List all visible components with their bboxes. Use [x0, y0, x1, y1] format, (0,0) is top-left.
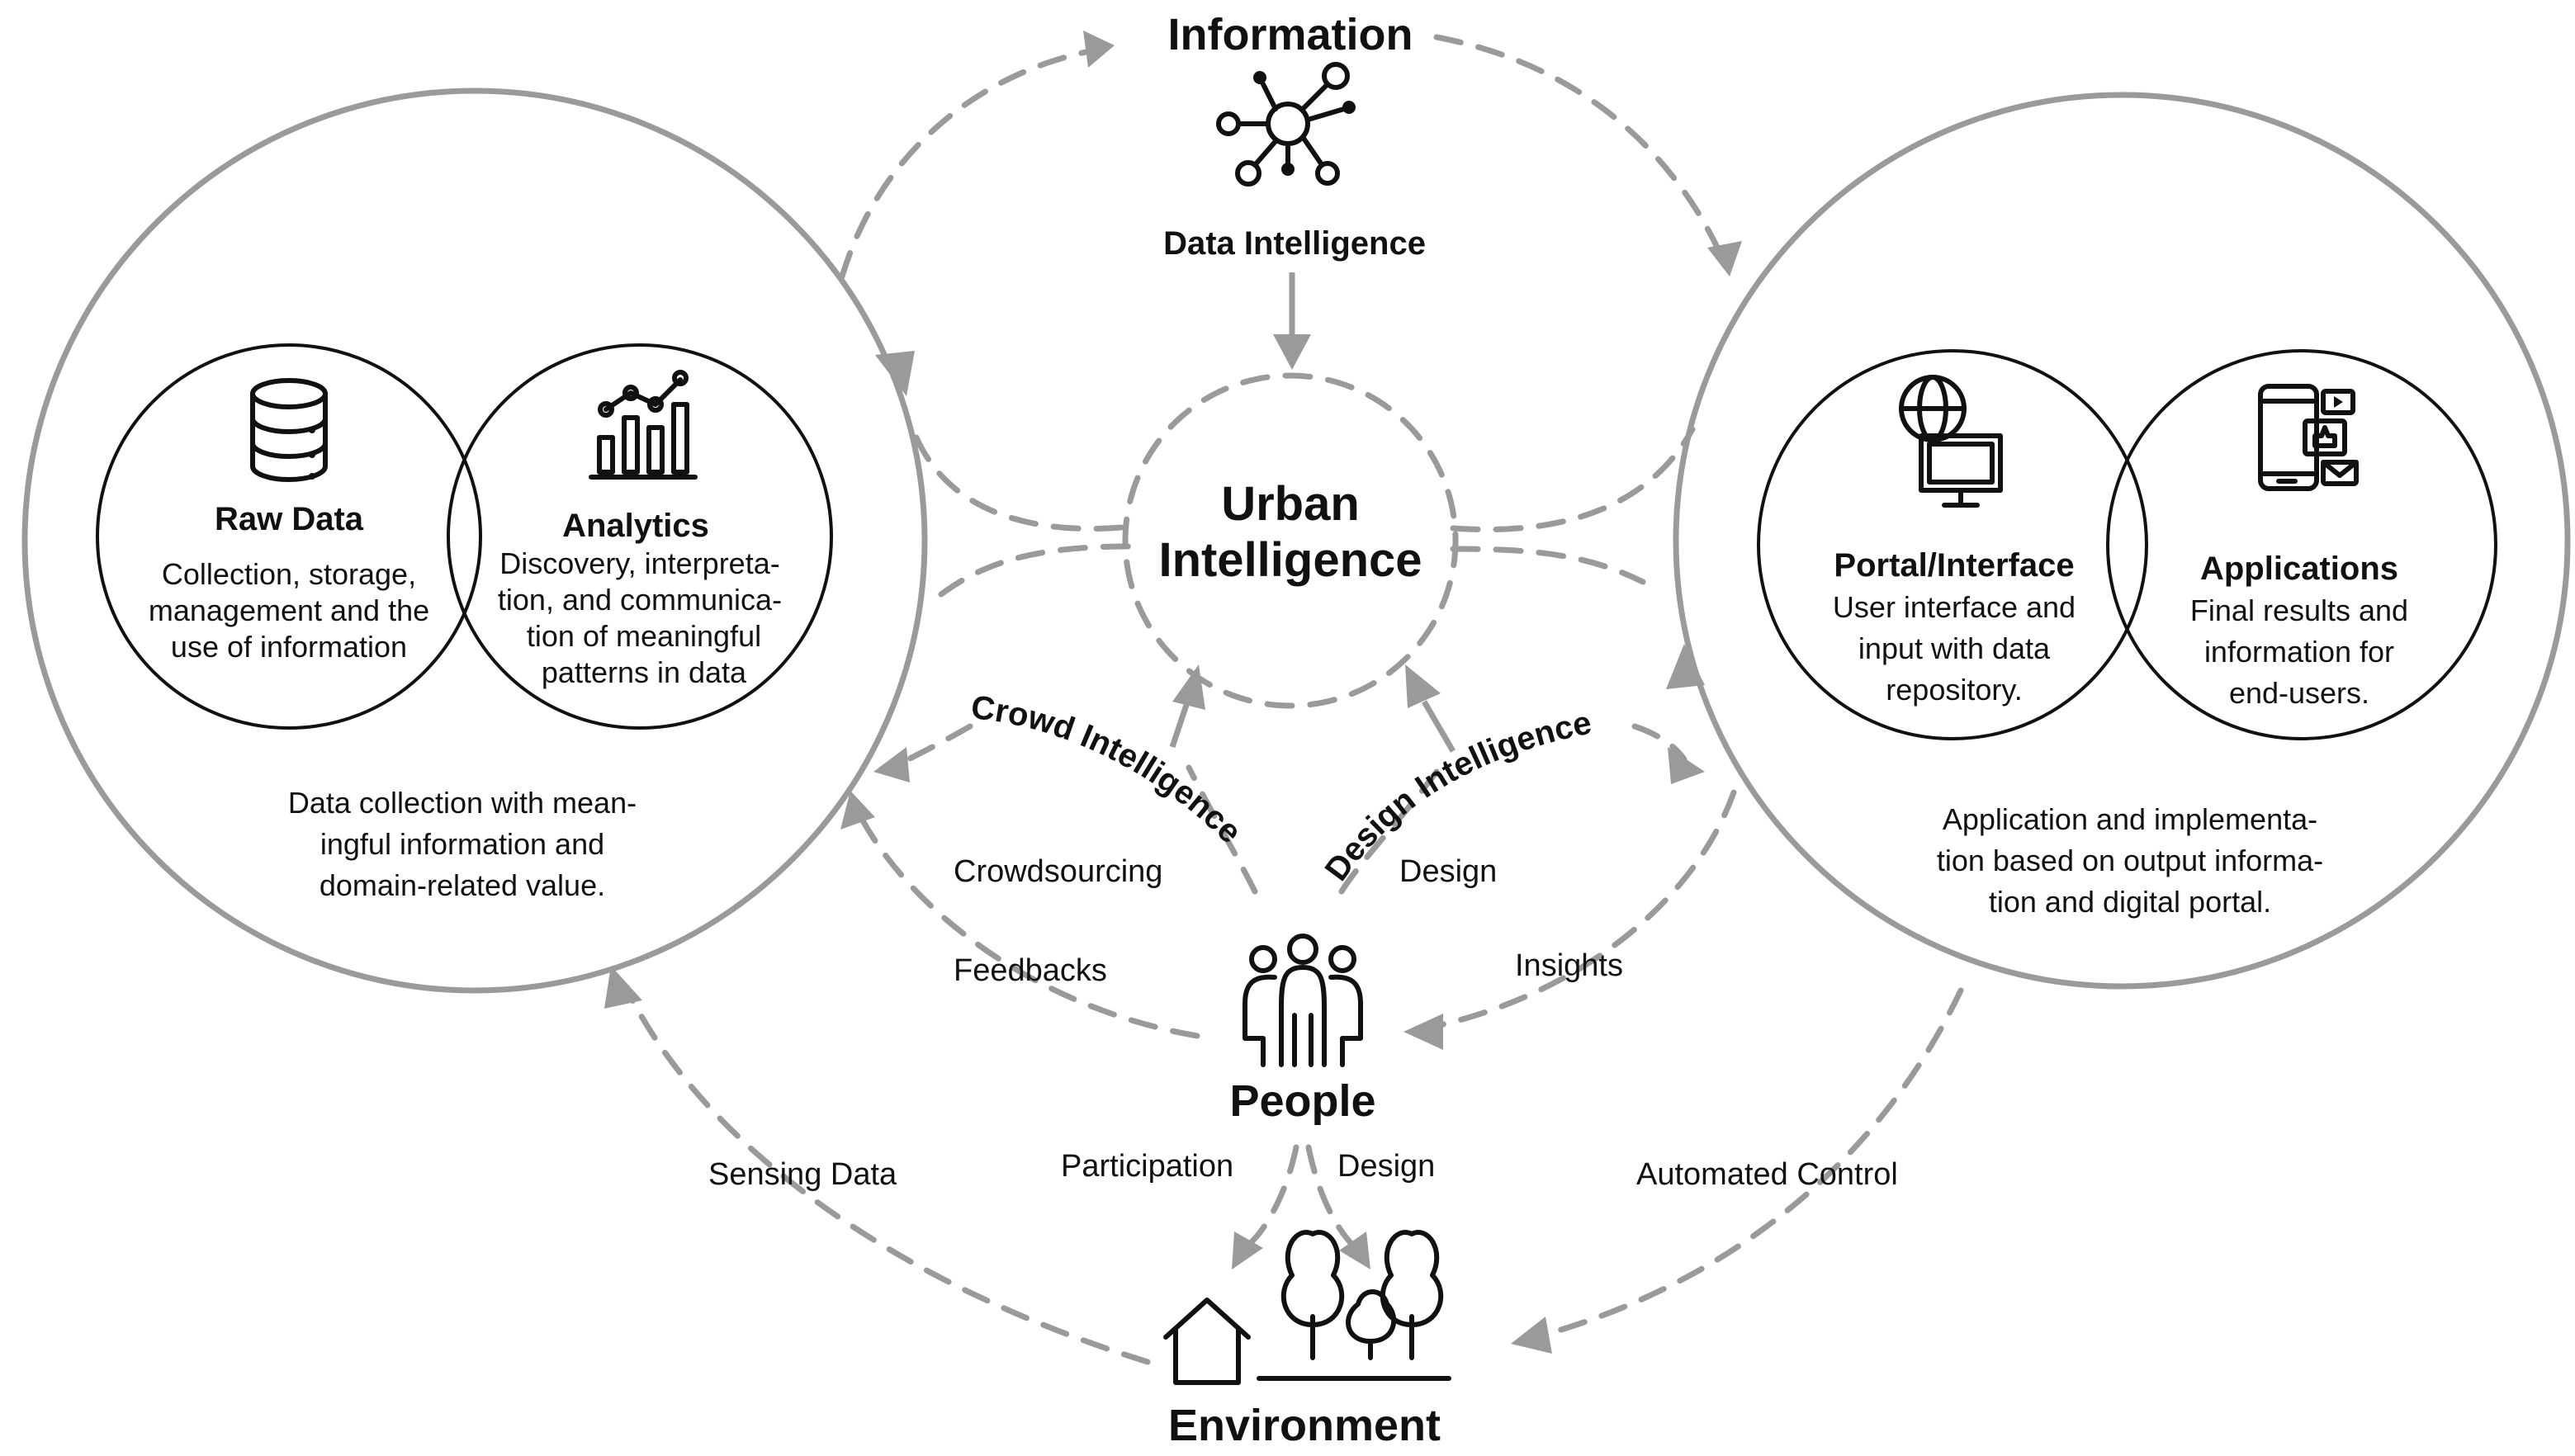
pipe-right-upper — [1450, 426, 1696, 532]
arc-crowd-to-left — [897, 723, 973, 767]
arrowhead-crowd-intelligence — [1172, 664, 1205, 710]
people-icon — [1243, 934, 1363, 1067]
network-icon — [1216, 62, 1356, 187]
pipe-right-lower — [1450, 546, 1646, 585]
right-application-circle — [1673, 92, 2571, 990]
applications-circle — [2106, 349, 2497, 740]
urban-intelligence-circle — [1122, 372, 1459, 709]
house-icon — [1163, 1298, 1251, 1385]
raw-data-line: management and the — [149, 593, 429, 627]
analytics-line: tion of meaningful — [527, 619, 761, 653]
arc-sensing-data — [624, 987, 1151, 1365]
participation-label: Participation — [1061, 1149, 1233, 1184]
environment-title: Environment — [1168, 1401, 1441, 1450]
right-summary-line: tion and digital portal. — [1989, 885, 2271, 919]
link-participation — [1243, 1144, 1299, 1250]
portal-line: User interface and — [1833, 590, 2076, 624]
arrowhead-information-right — [1707, 241, 1742, 277]
raw-data-line: Collection, storage, — [162, 557, 416, 591]
arrowhead-right-circle — [1666, 644, 1705, 689]
data-intelligence-label: Data Intelligence — [1163, 225, 1426, 262]
arrowhead-data-intelligence — [1273, 334, 1311, 370]
sensing-data-label: Sensing Data — [708, 1157, 897, 1192]
raw-data-circle — [96, 343, 482, 730]
arrowhead-design-right — [1668, 747, 1705, 784]
arc-feedbacks — [855, 810, 1200, 1039]
insights-label: Insights — [1515, 948, 1623, 983]
left-summary-line: domain-related value. — [320, 868, 605, 902]
raw-data-line: use of information — [171, 630, 407, 664]
pipe-left-upper — [913, 434, 1134, 532]
link-design-lower — [1305, 1144, 1357, 1250]
raw-data-title: Raw Data — [215, 501, 364, 537]
mobile-app-icon — [2258, 384, 2359, 491]
design-lower-label: Design — [1337, 1149, 1435, 1184]
analytics-title: Analytics — [562, 508, 709, 544]
arrowhead-left-circle — [875, 351, 915, 396]
applications-title: Applications — [2200, 551, 2398, 587]
database-icon — [250, 378, 328, 482]
arrowhead-feedbacks — [840, 791, 875, 830]
portal-title: Portal/Interface — [1834, 547, 2074, 584]
left-summary-line: Data collection with mean- — [288, 786, 637, 820]
arrowhead-participation — [1232, 1231, 1263, 1269]
arrowhead-sensing-data — [604, 966, 642, 1009]
applications-line: information for — [2204, 635, 2394, 669]
right-summary-line: tion based on output informa- — [1937, 844, 2323, 877]
portal-circle — [1757, 349, 2148, 740]
crowdsourcing-label: Crowdsourcing — [954, 854, 1162, 889]
link-people-design — [1338, 768, 1440, 895]
automated-control-label: Automated Control — [1636, 1157, 1898, 1192]
urban-title-line2: Intelligence — [1158, 533, 1422, 587]
arrowhead-design-intelligence — [1405, 664, 1441, 708]
arrowhead-crowd-left — [873, 747, 910, 782]
analytics-line: patterns in data — [542, 655, 747, 689]
arc-information-to-right — [1433, 34, 1725, 259]
arrow-crowd-intelligence — [1169, 696, 1192, 749]
feedbacks-label: Feedbacks — [954, 953, 1107, 988]
portal-line: repository. — [1886, 673, 2022, 707]
applications-line: Final results and — [2190, 593, 2408, 627]
arrowhead-design-lower — [1339, 1231, 1370, 1269]
people-title: People — [1229, 1076, 1375, 1126]
bar-chart-icon — [589, 370, 698, 480]
arrow-design-intelligence — [1421, 700, 1456, 753]
portal-line: input with data — [1858, 631, 2051, 665]
tree-icon — [1257, 1230, 1451, 1381]
analytics-line: Discovery, interpreta- — [499, 546, 779, 580]
crowd-intelligence-label: Crowd Intelligence — [969, 689, 1248, 850]
arc-automated-control — [1532, 987, 1964, 1340]
applications-line: end-users. — [2229, 676, 2369, 710]
analytics-circle — [447, 343, 833, 730]
left-data-circle — [21, 87, 928, 994]
arrowhead-information-left — [1083, 31, 1115, 68]
design-upper-label: Design — [1399, 854, 1497, 889]
link-people-crowd — [1186, 764, 1258, 895]
left-summary-line: ingful information and — [320, 827, 604, 861]
arrowhead-insights — [1403, 1014, 1443, 1050]
arrowhead-automated-control — [1511, 1317, 1552, 1354]
right-summary-line: Application and implementa- — [1943, 802, 2317, 836]
urban-title-line1: Urban — [1221, 477, 1360, 531]
arc-insights — [1425, 789, 1737, 1031]
globe-monitor-icon — [1899, 375, 2003, 508]
analytics-line: tion, and communica- — [498, 583, 782, 617]
information-title: Information — [1168, 10, 1413, 59]
arc-design-to-right — [1631, 723, 1687, 763]
arc-left-to-information — [839, 46, 1101, 280]
pipe-left-lower — [938, 543, 1134, 598]
